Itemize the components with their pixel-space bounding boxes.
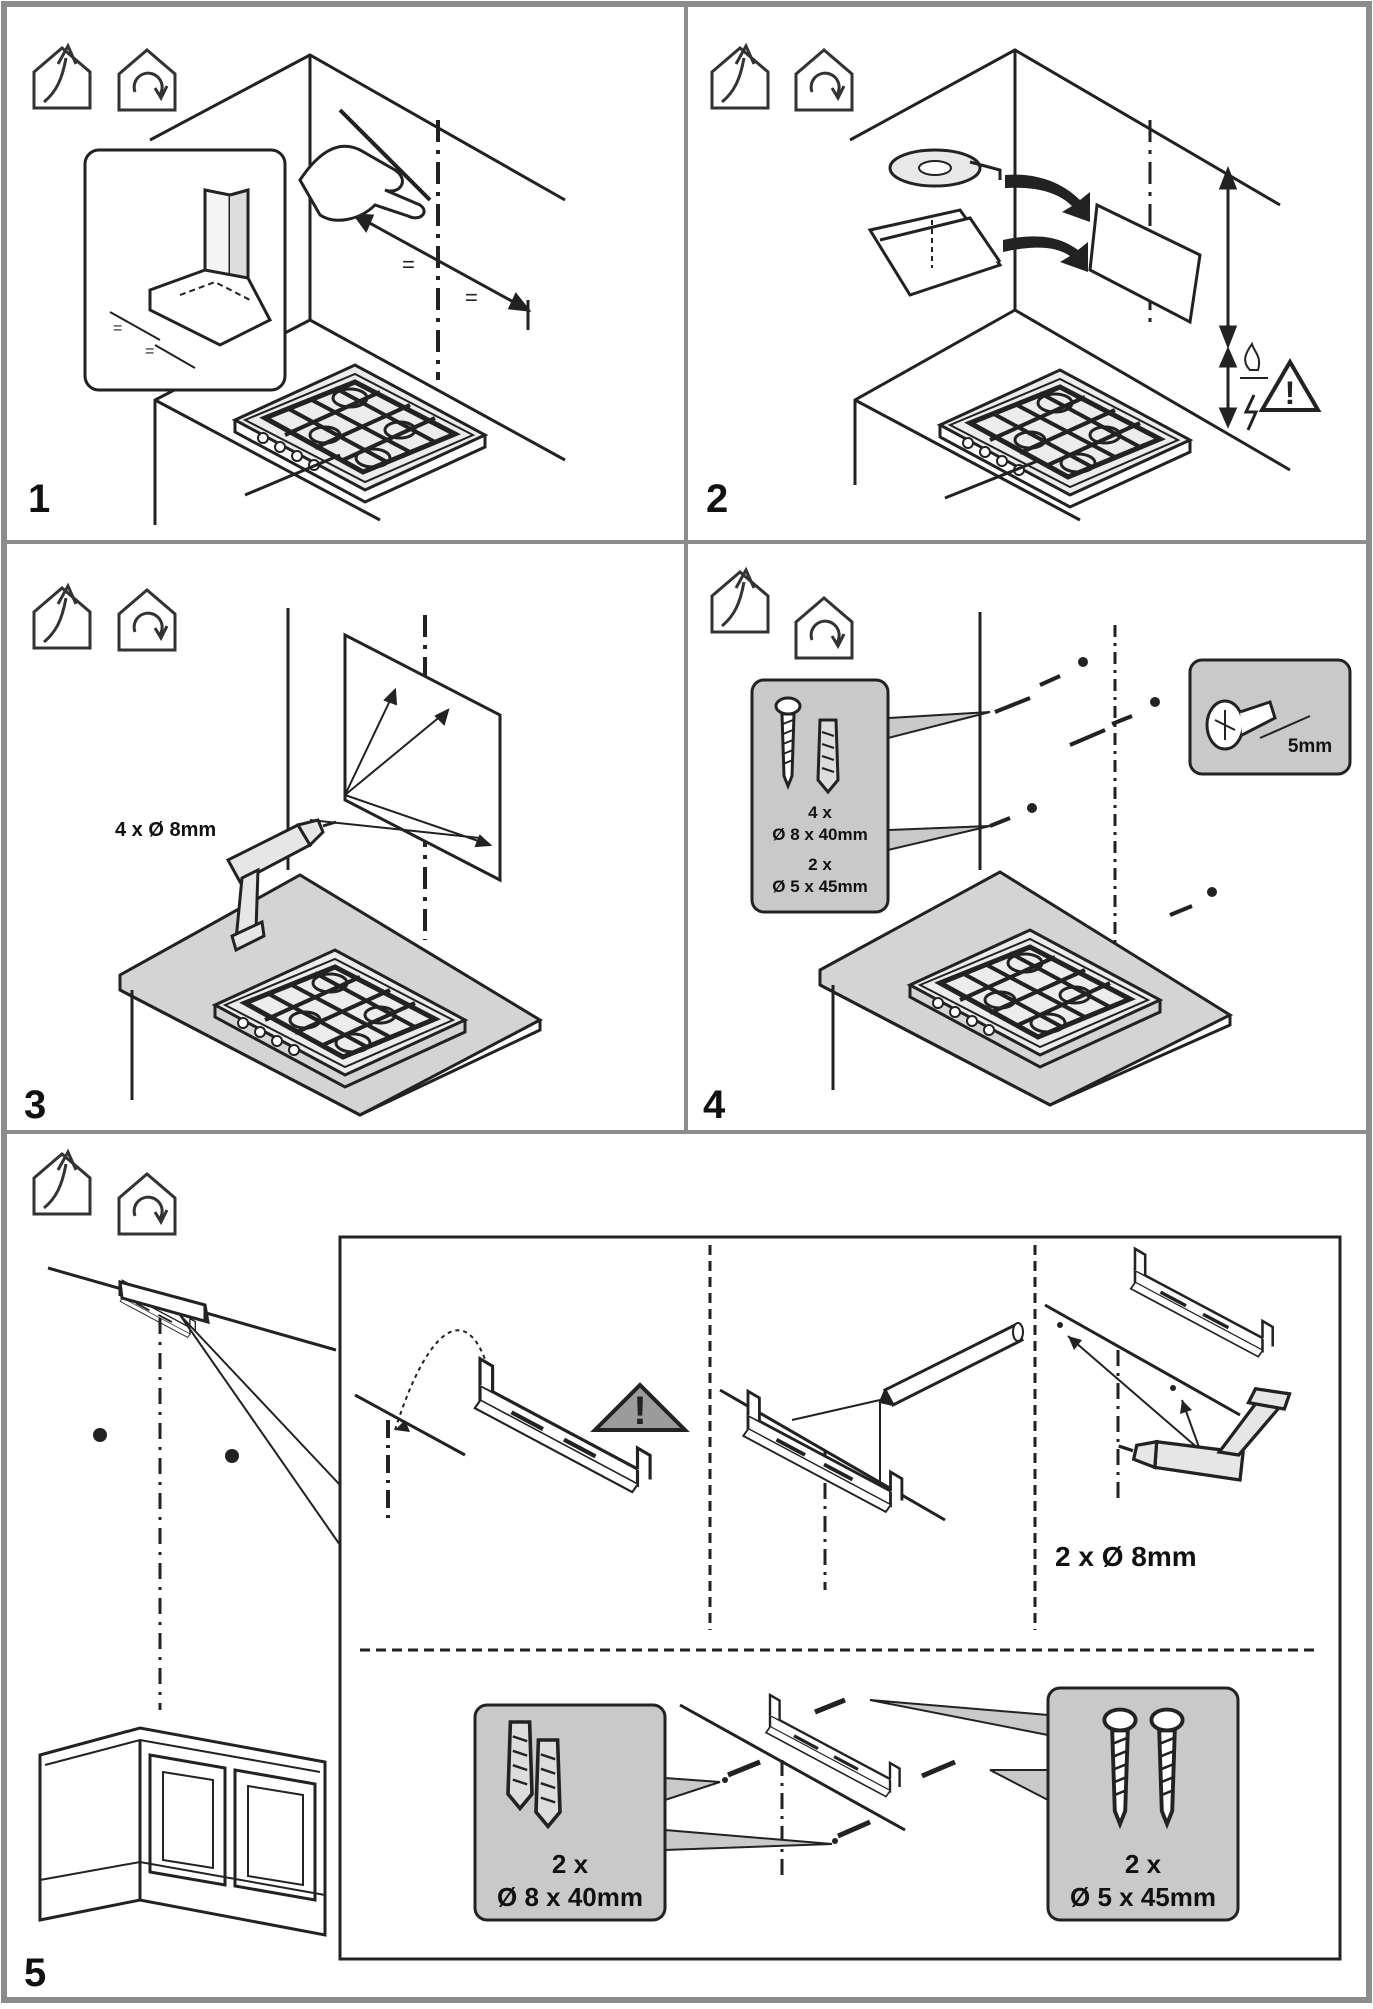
step-4-plugs-size: Ø 8 x 40mm <box>772 825 867 844</box>
svg-text:!: ! <box>1285 375 1296 411</box>
gas-pipe <box>944 458 1041 500</box>
step-5-plugs-size: Ø 8 x 40mm <box>497 1882 643 1912</box>
warning-icon: ! <box>590 1382 690 1433</box>
overview-wall <box>38 1266 341 1937</box>
substep-drill-holes: 2 x Ø 8mm <box>1044 1247 1299 1572</box>
step-5-screws-qty: 2 x <box>1125 1849 1162 1879</box>
step-2-number: 2 <box>706 477 728 521</box>
ducted-exhaust-icon <box>710 568 770 634</box>
ducted-exhaust-icon <box>710 44 770 110</box>
plugs-callout: 2 x Ø 8 x 40mm <box>473 1703 833 1922</box>
electric-shock-icon <box>1243 394 1259 431</box>
screw-gap-detail: 5mm <box>1188 658 1352 776</box>
wall-plugs-and-screws <box>989 657 1217 917</box>
svg-text:=: = <box>465 285 478 310</box>
step-2-panel: ! 2 <box>706 44 1322 522</box>
substep-mark-holes <box>719 1322 1024 1590</box>
step-3-panel: 4 x Ø 8mm 3 <box>24 584 544 1127</box>
step-4-plugs-qty: 4 x <box>808 803 832 822</box>
measuring-arrow: = = <box>351 213 532 330</box>
step-5-number: 5 <box>24 1951 46 1995</box>
recirculation-icon <box>117 1172 177 1236</box>
warning-icon: ! <box>1258 358 1322 412</box>
step-5-screws-size: Ø 5 x 45mm <box>1070 1882 1216 1912</box>
recirculation-icon <box>117 48 177 112</box>
svg-text:!: ! <box>633 1389 646 1433</box>
substep-fix-bracket: 2 x Ø 8 x 40mm 2 x Ø 5 x 45mm <box>473 1686 1240 1922</box>
height-dimension <box>1218 165 1238 429</box>
substep-align-bracket: ! <box>354 1329 690 1525</box>
screws-callout: 2 x Ø 5 x 45mm <box>869 1686 1240 1922</box>
recirculation-icon <box>794 48 854 112</box>
svg-text:=: = <box>113 320 122 337</box>
step-3-number: 3 <box>24 1083 46 1127</box>
step-5-plugs-qty: 2 x <box>552 1849 589 1879</box>
svg-text:=: = <box>145 343 154 360</box>
step-4-screws-qty: 2 x <box>808 855 832 874</box>
paper-template <box>867 208 1003 297</box>
step-1-panel: = = = = 1 <box>28 44 566 525</box>
step-4-gap-label: 5mm <box>1288 736 1332 757</box>
template-arrows <box>1003 174 1090 272</box>
fixings-callout: 4 x Ø 8 x 40mm 2 x Ø 5 x 45mm <box>750 678 991 914</box>
drill-hole-arrows <box>309 687 493 848</box>
step-5-drill-label: 2 x Ø 8mm <box>1055 1541 1197 1572</box>
tape-roll <box>888 148 1002 188</box>
recirculation-icon <box>117 588 177 652</box>
zoom-inset-hood-centering: = = <box>83 148 287 392</box>
gas-pipe <box>244 453 341 497</box>
ducted-exhaust-icon <box>32 584 92 650</box>
hand-with-pencil <box>298 108 432 222</box>
gas-flame-icon <box>1240 341 1268 379</box>
step-4-panel: 4 x Ø 8 x 40mm 2 x Ø 5 x 45mm 5mm 4 <box>703 568 1352 1127</box>
ducted-exhaust-icon <box>32 44 92 110</box>
step-4-screws-size: Ø 5 x 45mm <box>772 877 867 896</box>
step-3-drill-label: 4 x Ø 8mm <box>115 819 216 841</box>
step-5-panel: 5 ! <box>24 1150 1342 1995</box>
step-1-number: 1 <box>28 477 50 521</box>
svg-text:=: = <box>402 252 415 277</box>
template-on-wall <box>343 632 502 883</box>
ducted-exhaust-icon <box>32 1150 92 1216</box>
template-on-wall <box>1088 202 1202 325</box>
step-4-number: 4 <box>703 1083 726 1127</box>
recirculation-icon <box>794 596 854 660</box>
